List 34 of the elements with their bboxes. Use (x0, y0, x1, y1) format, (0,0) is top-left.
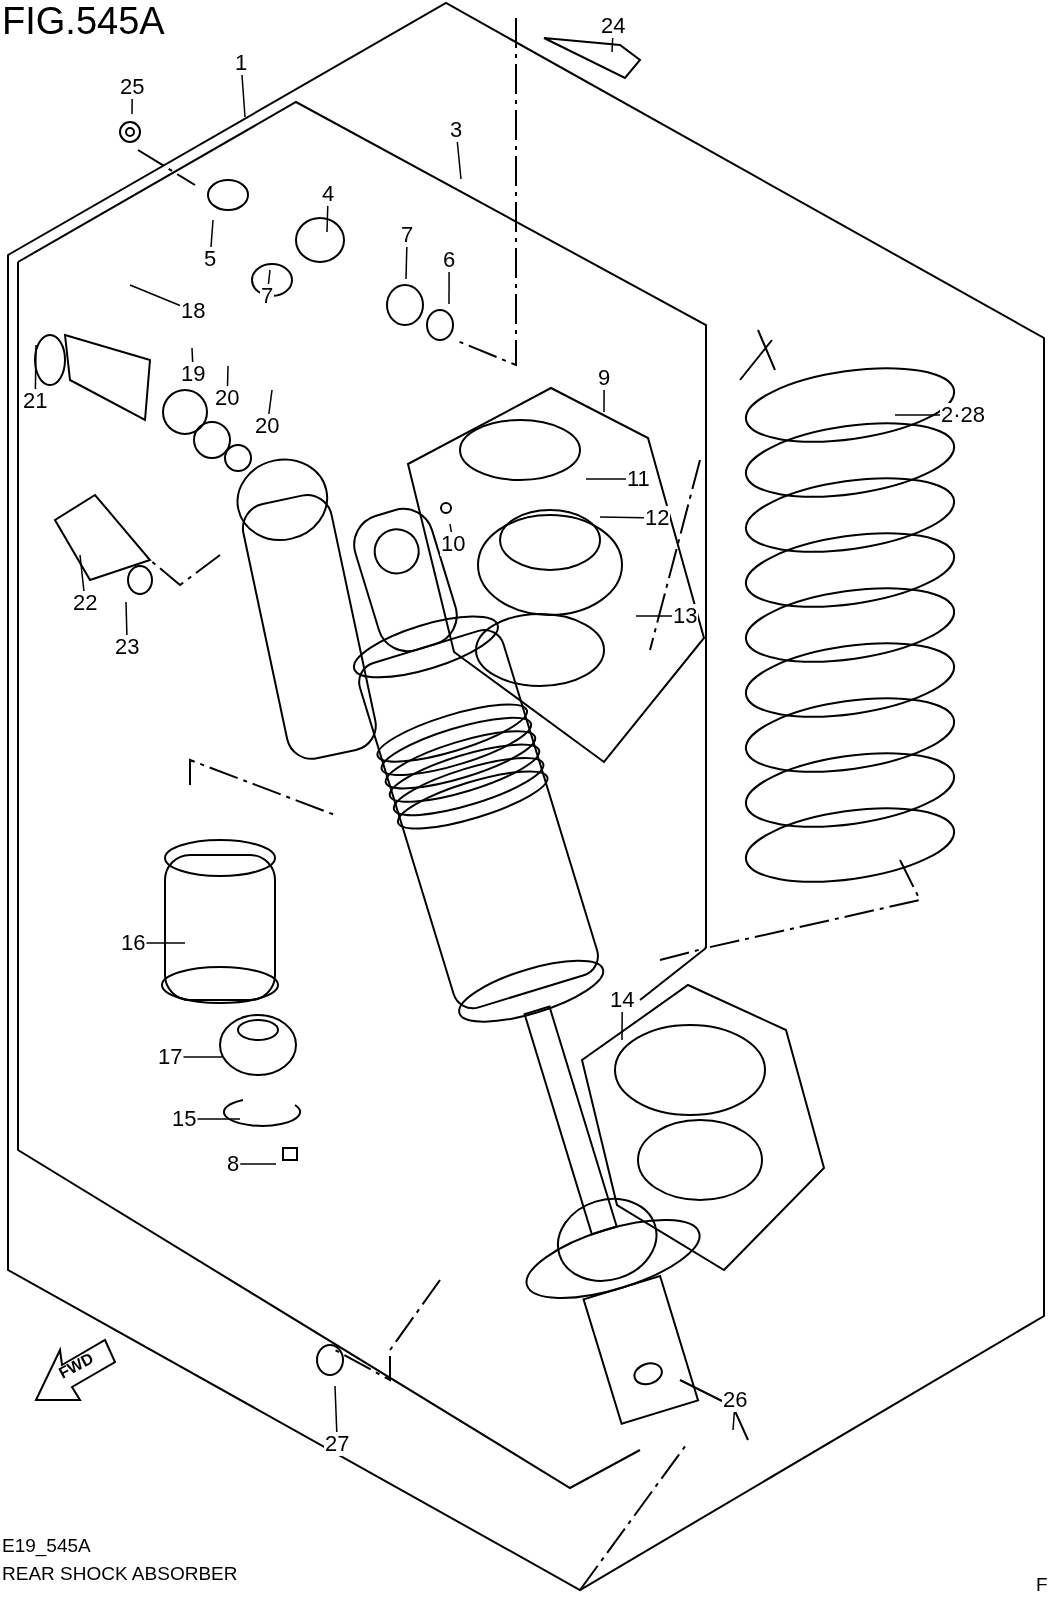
leader-line (129, 284, 181, 307)
leader-line (241, 74, 246, 118)
leader-line (79, 554, 85, 592)
figure-caption: REAR SHOCK ABSORBER (2, 1563, 238, 1585)
leader-line (732, 1411, 736, 1431)
leader-line (267, 269, 271, 285)
leader-line (145, 942, 186, 944)
leader-line (191, 347, 194, 363)
leader-line (326, 205, 329, 233)
leader-line (334, 1385, 338, 1433)
leader-line (226, 365, 229, 387)
leader-line (449, 523, 453, 533)
leader-line (599, 516, 645, 519)
leader-line (268, 389, 273, 415)
leader-line (182, 1056, 223, 1058)
leader-line (894, 414, 941, 416)
leader-line (603, 389, 605, 413)
leader-line (448, 271, 450, 305)
leader-line (125, 601, 128, 636)
leader-line (585, 478, 627, 480)
leader-line (611, 37, 614, 53)
leader-line (34, 344, 37, 390)
leader-line (456, 141, 462, 180)
leader-line (635, 615, 673, 617)
direction-label: FWD (54, 1348, 98, 1384)
leader-line (196, 1118, 241, 1120)
leader-line (210, 219, 214, 248)
figure-title: FIG.545A (2, 0, 165, 42)
page-mark: F (1036, 1574, 1048, 1596)
leader-line (405, 246, 408, 280)
drawing-code: E19_545A (2, 1535, 91, 1557)
leader-line (621, 1011, 623, 1041)
leader-line (239, 1163, 277, 1165)
leader-line (131, 98, 133, 115)
